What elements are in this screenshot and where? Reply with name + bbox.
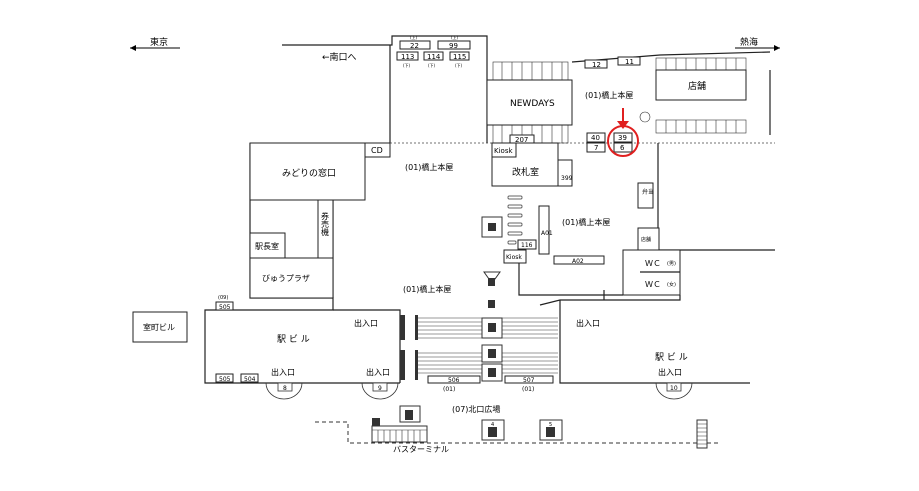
label-codes-c09: (09) bbox=[218, 295, 228, 301]
label-codes-c6: 6 bbox=[620, 144, 625, 152]
label-areas-wc_men: ＷＣ bbox=[645, 259, 661, 268]
label-areas-bento: 弁当 bbox=[642, 188, 654, 196]
label-areas-wc_women_tag: (女) bbox=[667, 281, 676, 288]
stairs-right bbox=[696, 419, 708, 449]
label-areas-shop_small: 店舗 bbox=[641, 236, 651, 243]
label-codes-c12: 12 bbox=[592, 61, 601, 69]
label-areas-north_plaza: (07)北口広場 bbox=[452, 404, 500, 414]
label-codes-dn2: (下) bbox=[428, 63, 436, 68]
label-codes-a02: A02 bbox=[572, 258, 584, 265]
label-areas-shop: 店舗 bbox=[688, 80, 706, 92]
label-areas-ticket_machine: 券売機 bbox=[321, 211, 330, 237]
bus-terminal-structure bbox=[371, 405, 428, 443]
label-codes-c504: 504 bbox=[244, 376, 256, 383]
label-codes-c505b: 505 bbox=[219, 376, 231, 383]
label-areas-concourse_1: (01)橋上本屋 bbox=[585, 90, 633, 100]
label-codes-c8: 8 bbox=[283, 385, 287, 392]
label-areas-wc_men_tag: (男) bbox=[667, 261, 676, 267]
direction-tokyo: 東京 bbox=[130, 36, 180, 51]
label-codes-c507: 507 bbox=[523, 377, 535, 384]
label-codes-up2: (上) bbox=[451, 34, 459, 40]
label-codes-c5: 5 bbox=[549, 422, 552, 428]
midori-window bbox=[249, 142, 366, 201]
label-areas-cd: CD bbox=[371, 146, 383, 155]
label-codes-up1: (上) bbox=[410, 34, 418, 40]
label-areas-muromachi: 室町ビル bbox=[143, 322, 175, 332]
label-directions-left: 東京 bbox=[150, 36, 168, 48]
label-codes-c506: 506 bbox=[448, 377, 460, 384]
label-exits-3: 出入口 bbox=[576, 318, 600, 328]
label-exits-1: 出入口 bbox=[271, 367, 295, 377]
label-codes-c4: 4 bbox=[491, 422, 494, 428]
label-areas-bus_terminal: バスターミナル bbox=[393, 445, 449, 454]
label-directions-right: 熱海 bbox=[740, 36, 758, 48]
label-codes-c01a: (01) bbox=[443, 386, 455, 393]
label-codes-c11: 11 bbox=[625, 58, 634, 66]
location-marker bbox=[607, 108, 639, 157]
kiosk-label-1: Kiosk bbox=[494, 147, 513, 155]
shop-block bbox=[655, 69, 747, 101]
label-areas-ticket_office: 改札室 bbox=[512, 166, 539, 178]
label-codes-c40: 40 bbox=[591, 134, 600, 142]
label-exits-2: 出入口 bbox=[366, 367, 390, 377]
label-codes-c399: 399 bbox=[561, 175, 573, 182]
label-areas-concourse_3: (01)橋上本屋 bbox=[562, 217, 610, 227]
exit-arcs bbox=[265, 382, 693, 400]
direction-atami: 熱海 bbox=[735, 36, 780, 51]
label-codes-c114: 114 bbox=[427, 53, 441, 61]
label-areas-view_plaza: びゅうプラザ bbox=[262, 274, 310, 283]
kiosk-box bbox=[491, 142, 517, 158]
label-codes-c01b: (01) bbox=[522, 386, 534, 393]
newdays-label: NEWDAYS bbox=[510, 99, 555, 109]
label-codes-c116: 116 bbox=[521, 242, 533, 249]
label-codes-c115: 115 bbox=[453, 53, 466, 61]
label-codes-c10: 10 bbox=[670, 385, 678, 392]
stair-icons bbox=[481, 216, 503, 308]
label-codes-c99: 99 bbox=[449, 42, 458, 50]
label-codes-dn1: (下) bbox=[403, 63, 411, 68]
label-codes-c22: 22 bbox=[410, 42, 419, 50]
label-exits-0: 出入口 bbox=[354, 318, 378, 328]
label-codes-c505a: 505 bbox=[219, 304, 231, 311]
label-codes-c113: 113 bbox=[401, 53, 414, 61]
label-exits-4: 出入口 bbox=[658, 367, 682, 377]
newdays-shop bbox=[486, 79, 573, 126]
ticket-gates bbox=[507, 195, 523, 245]
label-codes-c9: 9 bbox=[378, 385, 382, 392]
label-areas-concourse_2: (01)橋上本屋 bbox=[405, 162, 453, 172]
label-codes-c207: 207 bbox=[515, 136, 528, 144]
label-areas-wc_women: ＷＣ bbox=[645, 280, 661, 289]
label-areas-station_building_right: 駅 ビ ル bbox=[655, 352, 688, 363]
label-codes-c39: 39 bbox=[618, 134, 627, 142]
label-areas-station_master: 駅長室 bbox=[255, 241, 279, 251]
label-areas-kiosk_2: Kiosk bbox=[506, 254, 522, 261]
label-areas-concourse_4: (01)橋上本屋 bbox=[403, 284, 451, 294]
label-codes-a01: A01 bbox=[541, 230, 553, 237]
south-exit-label: ←南口へ bbox=[322, 51, 357, 63]
label-codes-c7: 7 bbox=[594, 144, 598, 152]
walls bbox=[204, 35, 775, 384]
label-areas-midori: みどりの窓口 bbox=[282, 167, 336, 179]
label-codes-dn3: (下) bbox=[455, 63, 463, 68]
main-stairs bbox=[400, 315, 558, 382]
label-areas-station_building_left: 駅 ビ ル bbox=[277, 334, 310, 345]
muromachi-building bbox=[132, 311, 188, 343]
